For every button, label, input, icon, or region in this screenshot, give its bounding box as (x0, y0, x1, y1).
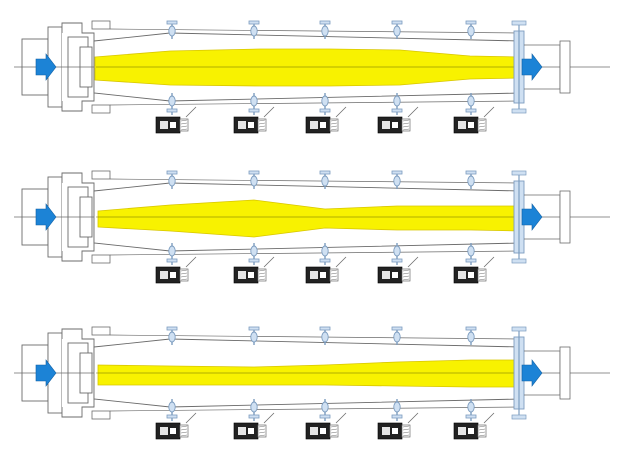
valve-icon (248, 93, 260, 115)
valve-icon (319, 20, 331, 39)
valve-icon (465, 243, 477, 265)
lower-rail (109, 100, 521, 106)
upper-rail (109, 28, 521, 34)
valve-icon (391, 326, 403, 345)
actuator-icon (305, 106, 347, 134)
valve-icon (248, 399, 260, 421)
valve-icon (391, 170, 403, 189)
upper-rail (109, 334, 521, 340)
actuator-icon (155, 106, 197, 134)
valve-icon (166, 243, 178, 265)
valve-icon (465, 170, 477, 189)
valve-icon (248, 326, 260, 345)
actuator-icon (155, 256, 197, 284)
valve-icon (319, 399, 331, 421)
flow-arrow-icon (521, 53, 543, 81)
flow-arrow-icon (35, 359, 57, 387)
valve-icon (248, 20, 260, 39)
lower-rail (109, 406, 521, 412)
flange-icon (511, 20, 571, 114)
upper-rail (109, 178, 521, 184)
actuator-icon (377, 412, 419, 440)
valve-icon (465, 93, 477, 115)
assembly-variant-2 (14, 170, 610, 284)
actuator-icon (453, 106, 495, 134)
actuator-icon (155, 412, 197, 440)
valve-icon (465, 399, 477, 421)
flow-arrow-icon (521, 359, 543, 387)
valve-icon (319, 93, 331, 115)
lower-rail (109, 250, 521, 256)
actuator-icon (233, 412, 275, 440)
valve-icon (391, 399, 403, 421)
assembly-variant-3 (14, 326, 610, 440)
valve-icon (166, 20, 178, 39)
actuator-icon (377, 106, 419, 134)
valve-icon (166, 399, 178, 421)
valve-icon (166, 326, 178, 345)
actuator-icon (453, 412, 495, 440)
flow-arrow-icon (35, 203, 57, 231)
flange-icon (511, 170, 571, 264)
valve-icon (319, 170, 331, 189)
valve-icon (465, 326, 477, 345)
valve-icon (248, 170, 260, 189)
actuator-icon (377, 256, 419, 284)
flow-arrow-icon (521, 203, 543, 231)
valve-icon (248, 243, 260, 265)
assembly-variant-1 (14, 20, 610, 134)
valve-icon (166, 170, 178, 189)
valve-icon (319, 326, 331, 345)
valve-icon (391, 93, 403, 115)
valve-icon (391, 20, 403, 39)
flow-arrow-icon (35, 53, 57, 81)
material-band (94, 48, 521, 87)
valve-icon (319, 243, 331, 265)
valve-icon (391, 243, 403, 265)
valve-icon (465, 20, 477, 39)
valve-icon (166, 93, 178, 115)
actuator-icon (233, 256, 275, 284)
actuator-icon (233, 106, 275, 134)
actuator-icon (305, 412, 347, 440)
actuator-icon (305, 256, 347, 284)
actuator-icon (453, 256, 495, 284)
